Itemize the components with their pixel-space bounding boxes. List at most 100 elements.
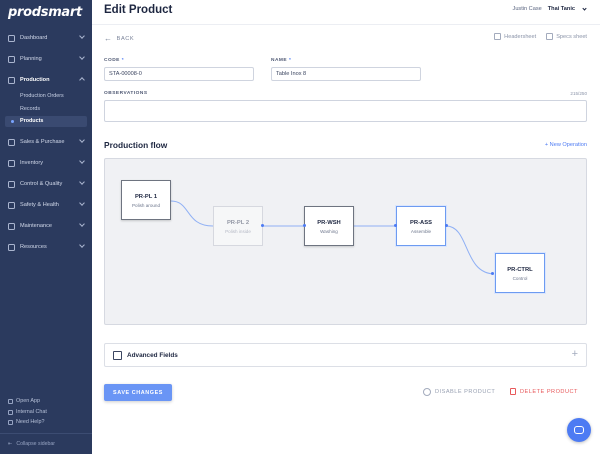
trash-icon [510, 388, 516, 395]
connector-pl1-pl2 [170, 200, 214, 227]
sidebar-subitem-records[interactable]: Records [20, 106, 41, 112]
connector-handle[interactable] [445, 224, 448, 227]
observations-field[interactable] [104, 100, 587, 122]
new-operation-button[interactable]: + New Operation [544, 142, 587, 148]
connector-handle[interactable] [394, 224, 397, 227]
save-changes-button[interactable]: SAVE CHANGES [104, 384, 172, 401]
document-icon [494, 33, 502, 40]
need-help-link[interactable]: Need Help? [8, 419, 44, 425]
node-code: PR-PL 2 [226, 220, 250, 226]
app-logo: prodsmart [8, 5, 82, 20]
chat-bubble-icon [574, 426, 584, 434]
chevron-down-icon [582, 5, 587, 11]
collapse-sidebar-button[interactable]: ⇤ Collapse sidebar [0, 433, 92, 454]
calendar-icon [8, 55, 15, 63]
chevron-down-icon [79, 242, 85, 248]
code-label: CODE * [104, 58, 124, 63]
chevron-down-icon [79, 200, 85, 206]
disable-product-button[interactable]: DISABLE PRODUCT [423, 388, 495, 396]
connector-ass-ctrl [445, 225, 496, 275]
sidebar-item-label: Production [20, 77, 50, 83]
connector-handle[interactable] [261, 224, 264, 227]
connector-handle[interactable] [491, 272, 494, 275]
node-description: Polish inside [225, 229, 251, 234]
node-description: Polish around [131, 203, 161, 208]
plus-icon[interactable]: + [571, 348, 578, 360]
user-name: Justin Case [512, 6, 542, 12]
headersheet-label: Headersheet [504, 33, 537, 40]
flow-node-pr-ctrl[interactable]: PR-CTRL Control [495, 253, 545, 293]
advanced-fields-label: Advanced Fields [127, 351, 178, 359]
sidebar-item-label: Maintenance [20, 223, 53, 229]
required-marker: * [288, 58, 292, 63]
node-code: PR-ASS [410, 220, 432, 226]
org-name: Thai Tanic [547, 6, 575, 12]
sidebar-subitem-products[interactable]: Products [5, 116, 87, 127]
node-description: Control [512, 276, 528, 281]
sidebar-item-safety-health[interactable]: Safety & Health [0, 196, 92, 214]
sidebar-subitem-production-orders[interactable]: Production Orders [20, 93, 64, 99]
flow-connectors [170, 200, 496, 275]
chevron-down-icon [79, 137, 85, 143]
collapse-sidebar-label: Collapse sidebar [16, 441, 55, 447]
production-flow-canvas[interactable]: PR-PL 1 Polish around PR-PL 2 Polish ins… [104, 158, 587, 325]
sidebar-item-label: Dashboard [20, 35, 48, 41]
sidebar-subitem-label: Products [20, 118, 44, 124]
need-help-label: Need Help? [16, 419, 45, 425]
required-marker: * [121, 58, 125, 63]
internal-chat-label: Internal Chat [16, 409, 47, 415]
layers-icon [8, 243, 15, 251]
sidebar-item-sales-purchase[interactable]: Sales & Purchase [0, 133, 92, 151]
node-code: PR-WSH [317, 220, 341, 226]
page-title: Edit Product [104, 4, 173, 16]
help-icon [8, 419, 13, 425]
name-field[interactable]: Table Inox 8 [271, 67, 421, 81]
sidebar-item-maintenance[interactable]: Maintenance [0, 217, 92, 235]
sidebar-item-label: Control & Quality [20, 181, 63, 187]
delete-product-label: DELETE PRODUCT [520, 388, 578, 395]
sidebar-item-dashboard[interactable]: Dashboard [0, 29, 92, 47]
code-field[interactable]: STA-00008-0 [104, 67, 254, 81]
node-description: Washing [320, 229, 338, 234]
disable-product-label: DISABLE PRODUCT [435, 389, 496, 395]
back-button[interactable]: ← BACK [104, 34, 134, 43]
sidebar-item-resources[interactable]: Resources [0, 238, 92, 256]
sidebar-item-label: Resources [20, 244, 47, 250]
name-label: NAME * [271, 58, 291, 63]
user-menu[interactable]: Justin Case Thai Tanic [512, 5, 587, 12]
connector-handle[interactable] [303, 224, 306, 227]
specs-sheet-button[interactable]: Specs sheet [546, 33, 587, 40]
chevron-down-icon [79, 54, 85, 60]
header-divider [92, 24, 600, 25]
chevron-up-icon [79, 77, 85, 83]
sidebar-item-control-quality[interactable]: Control & Quality [0, 175, 92, 193]
document-icon [546, 33, 554, 40]
delete-product-button[interactable]: DELETE PRODUCT [510, 388, 578, 395]
specs-sheet-label: Specs sheet [556, 33, 587, 40]
code-label-text: CODE [104, 58, 120, 63]
sidebar-item-production[interactable]: Production [0, 71, 92, 89]
check-icon [8, 180, 15, 188]
sidebar-item-label: Planning [20, 56, 42, 62]
disable-icon [423, 388, 431, 396]
cart-icon [8, 138, 15, 146]
flow-node-pr-wsh[interactable]: PR-WSH Washing [304, 206, 354, 246]
open-app-link[interactable]: Open App [8, 398, 40, 404]
back-label: BACK [116, 35, 135, 42]
sidebar-item-label: Inventory [20, 160, 44, 166]
sidebar-item-inventory[interactable]: Inventory [0, 154, 92, 172]
box-icon [8, 159, 15, 167]
advanced-fields-panel[interactable]: Advanced Fields + [104, 343, 587, 367]
sidebar-item-planning[interactable]: Planning [0, 50, 92, 68]
chat-icon [8, 409, 13, 415]
flow-node-pr-pl-1[interactable]: PR-PL 1 Polish around [121, 180, 171, 220]
flow-node-pr-ass[interactable]: PR-ASS Assemble [396, 206, 446, 246]
active-dot-icon [11, 120, 14, 123]
arrow-left-icon: ← [104, 34, 113, 43]
flow-node-pr-pl-2[interactable]: PR-PL 2 Polish inside [213, 206, 263, 246]
headersheet-button[interactable]: Headersheet [494, 33, 536, 40]
external-link-icon [8, 398, 13, 404]
wrench-icon [8, 222, 15, 230]
chat-launcher-button[interactable] [567, 418, 591, 442]
internal-chat-link[interactable]: Internal Chat [8, 409, 47, 415]
